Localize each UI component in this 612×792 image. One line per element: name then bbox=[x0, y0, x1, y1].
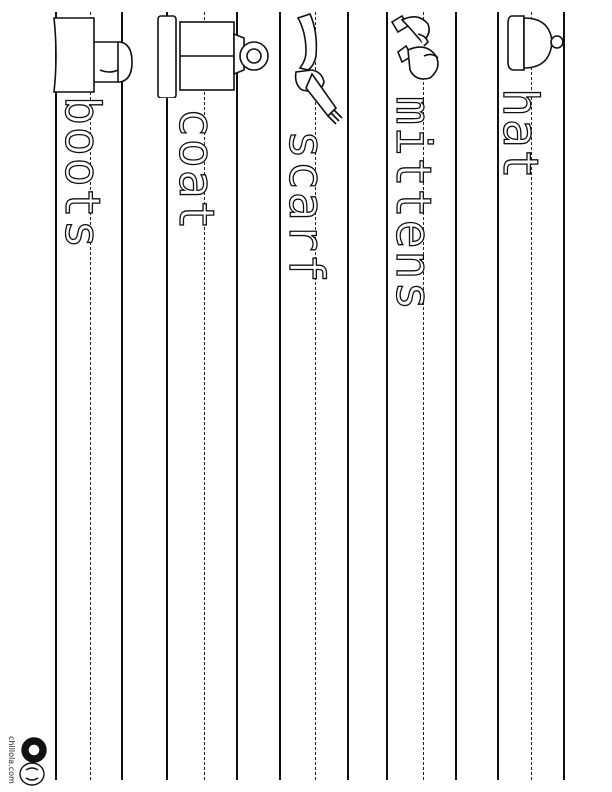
writing-line bbox=[279, 12, 281, 780]
writing-midline bbox=[423, 12, 424, 780]
mascot-logo bbox=[19, 737, 47, 786]
scarf-icon bbox=[294, 13, 343, 125]
writing-line bbox=[455, 12, 457, 780]
trace-word-scarf: scarf bbox=[277, 129, 334, 285]
writing-midline bbox=[90, 12, 91, 780]
brand-text: chillola.com bbox=[7, 736, 16, 784]
trace-word-boots: boots bbox=[53, 95, 110, 251]
writing-line bbox=[386, 12, 388, 780]
boots-icon bbox=[53, 17, 133, 93]
trace-word-mittens: mittens bbox=[384, 95, 441, 313]
trace-word-coat: coat bbox=[167, 107, 224, 232]
writing-line bbox=[236, 12, 238, 780]
writing-midline bbox=[315, 12, 316, 780]
hat-icon bbox=[507, 15, 564, 71]
coat-icon bbox=[157, 15, 269, 98]
writing-midline bbox=[204, 12, 205, 780]
writing-line bbox=[55, 12, 57, 780]
writing-midline bbox=[531, 12, 532, 780]
writing-line bbox=[497, 12, 499, 780]
trace-word-hat: hat bbox=[491, 87, 548, 181]
brand-label: chillola.com bbox=[6, 736, 20, 792]
writing-line bbox=[166, 12, 168, 780]
writing-line bbox=[563, 12, 565, 780]
mittens-icon bbox=[390, 14, 439, 80]
writing-line bbox=[347, 12, 349, 780]
writing-line bbox=[121, 12, 123, 780]
